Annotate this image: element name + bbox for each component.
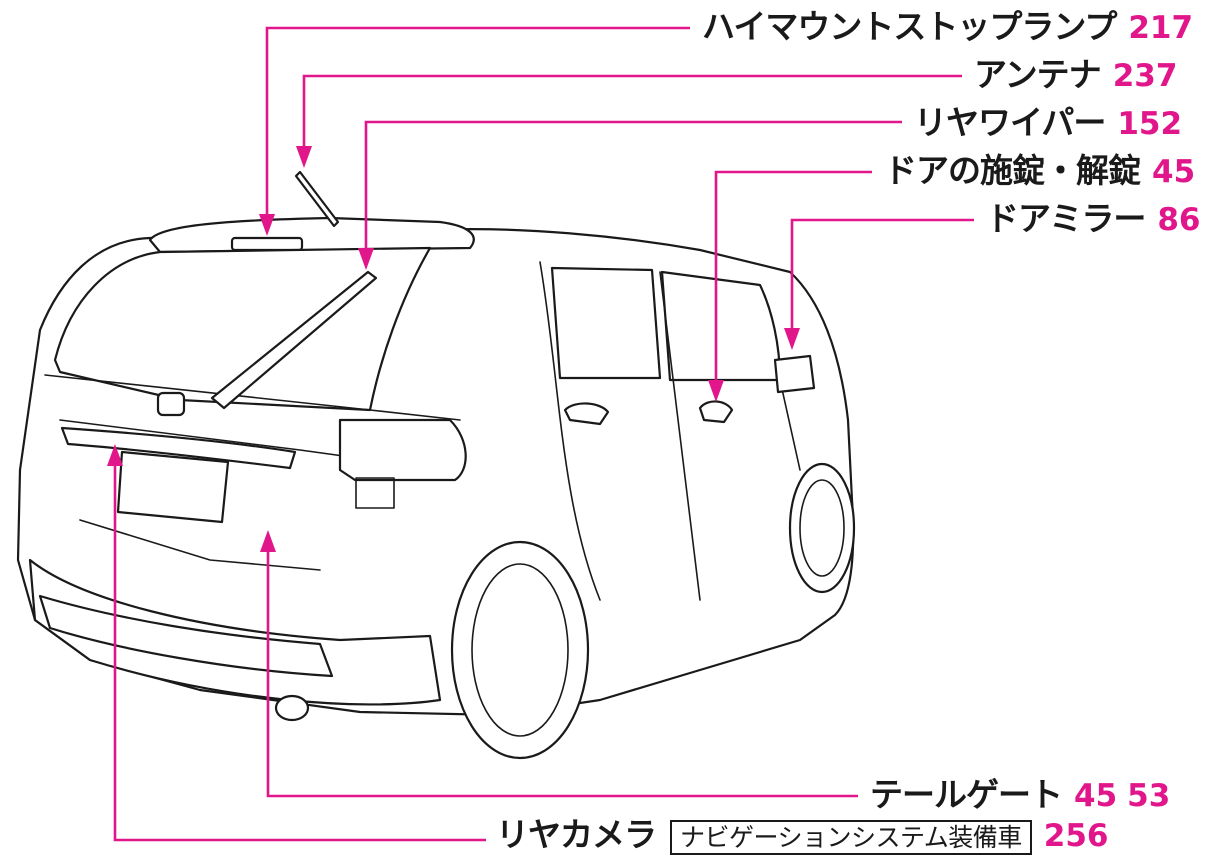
leader-tailgate xyxy=(266,548,858,798)
garnish-bar xyxy=(60,426,297,470)
rear-glass xyxy=(53,246,432,412)
stop-lamp-shape xyxy=(230,236,304,252)
roof-spoiler xyxy=(148,216,475,254)
side-window-rear xyxy=(550,266,662,380)
leader-mirror xyxy=(790,218,974,332)
antenna-shape xyxy=(294,170,340,228)
callout-label: アンテナ xyxy=(974,55,1102,94)
leader-wiper xyxy=(364,120,902,252)
license-plate-recess xyxy=(116,450,230,524)
page-ref: 237 xyxy=(1112,58,1178,94)
tail-light xyxy=(338,418,467,482)
callout-label: テールゲート xyxy=(870,775,1063,814)
leader-stop-lamp xyxy=(265,26,690,218)
callout-label: ドアの施錠・解錠 xyxy=(884,151,1141,190)
leader-lines xyxy=(107,26,974,842)
leader-mirror-arrow xyxy=(784,328,800,350)
equipment-badge: ナビゲーションシステム装備車 xyxy=(670,820,1032,855)
page-ref: 86 xyxy=(1157,202,1201,238)
page-ref: 217 xyxy=(1128,10,1194,46)
callout-rear-camera: リヤカメラ ナビゲーションシステム装備車 256 xyxy=(496,818,1108,855)
leader-stop-lamp-arrow xyxy=(259,214,275,236)
emblem-shape xyxy=(156,391,186,417)
callout-tailgate: テールゲート 45 53 xyxy=(870,778,1170,812)
callout-door-lock: ドアの施錠・解錠 45 xyxy=(884,154,1195,188)
wiper-shape xyxy=(210,270,378,410)
callout-label: ハイマウントストップランプ xyxy=(702,7,1117,46)
callout-label: リヤカメラ xyxy=(496,815,657,854)
rear-bumper xyxy=(28,558,442,706)
door-handle-front xyxy=(698,400,734,424)
callout-rear-wiper: リヤワイパー 152 xyxy=(914,106,1182,140)
rear-wheel xyxy=(450,540,590,760)
leader-tailgate-arrow xyxy=(260,530,276,552)
page-ref: 45 xyxy=(1152,154,1196,190)
callout-door-mirror: ドアミラー 86 xyxy=(986,202,1200,236)
mirror-shape xyxy=(773,354,816,394)
callout-label: リヤワイパー xyxy=(914,103,1106,142)
leader-antenna xyxy=(302,74,962,150)
page-ref: 152 xyxy=(1117,106,1183,142)
exhaust-pipe xyxy=(274,694,310,722)
callout-label: ドアミラー xyxy=(986,199,1146,238)
door-handle-rear xyxy=(563,402,610,426)
leader-door-lock-arrow xyxy=(708,380,724,402)
leader-rear-camera-arrow xyxy=(107,444,123,466)
side-window-front xyxy=(660,270,782,382)
page-ref: 53 xyxy=(1127,778,1171,814)
callout-stop-lamp: ハイマウントストップランプ 217 xyxy=(702,10,1193,44)
page-ref: 256 xyxy=(1043,818,1109,854)
leader-wiper-arrow xyxy=(358,248,374,270)
leader-door-lock xyxy=(714,170,872,384)
callout-antenna: アンテナ 237 xyxy=(974,58,1177,92)
leader-antenna-arrow xyxy=(296,146,312,168)
page-ref: 45 xyxy=(1074,778,1118,814)
leader-rear-camera xyxy=(113,462,486,842)
